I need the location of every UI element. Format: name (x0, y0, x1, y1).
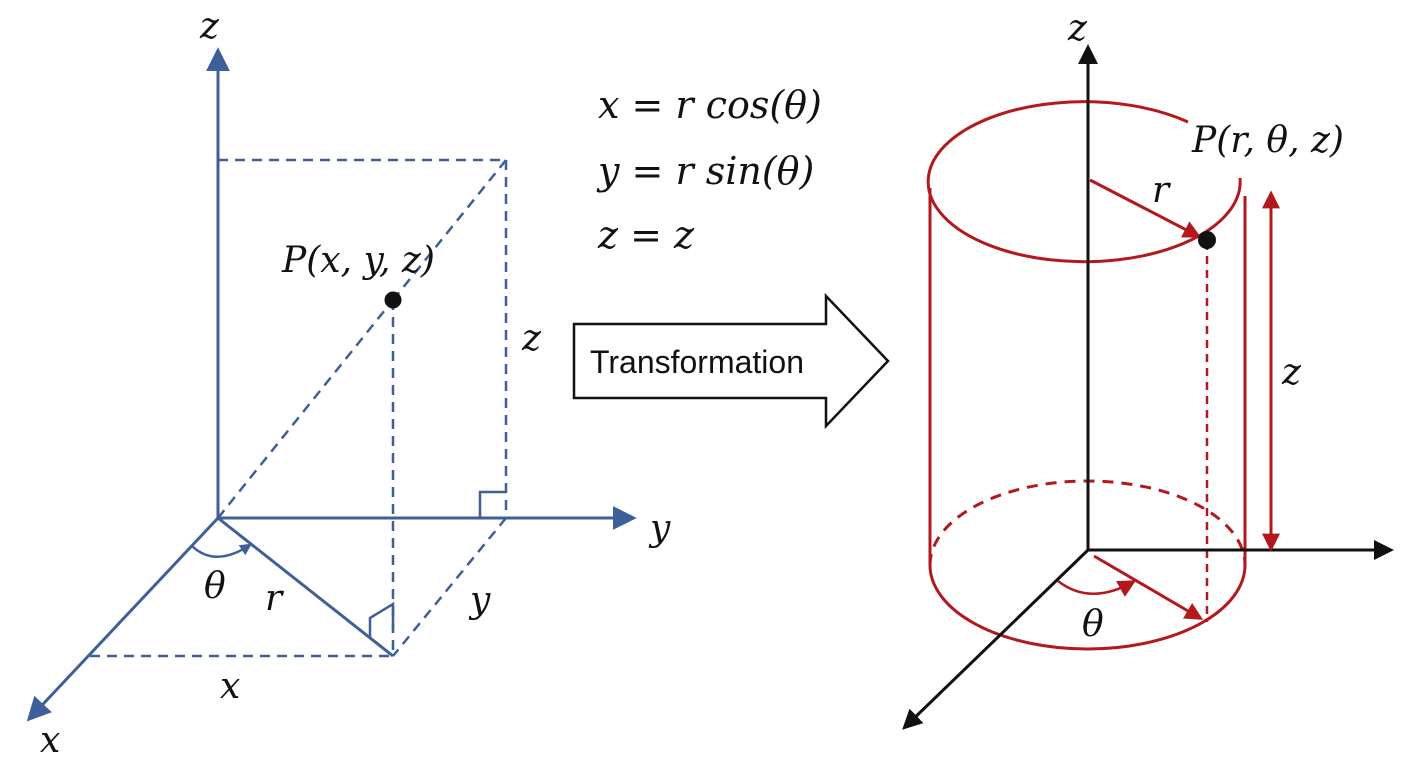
right-angle-marker-top (478, 490, 506, 518)
equation-x: x = r cos(θ) (598, 83, 822, 127)
cylindrical-height-label: z (1281, 352, 1302, 393)
cylindrical-diagram: z P(r, θ, z) r z θ (902, 8, 1394, 730)
cartesian-diagram: z y x P(x, y, z) z y x θ r (26, 6, 671, 761)
equation-z: z = z (597, 213, 695, 257)
cartesian-y-axis-label: y (648, 508, 671, 549)
transformation-arrow: Transformation (572, 292, 890, 430)
cylindrical-theta-arc (1057, 580, 1137, 597)
cartesian-theta-label: θ (204, 566, 226, 607)
cylindrical-top-radius (1089, 178, 1202, 238)
equations-block: x = r cos(θ) y = r sin(θ) z = z (596, 83, 822, 257)
equation-y: y = r sin(θ) (596, 149, 814, 193)
cylinder-bottom-front (928, 564, 1247, 651)
cylindrical-z-axis-label: z (1067, 8, 1088, 49)
cartesian-dim-y-label: y (468, 580, 491, 621)
cartesian-x-axis-label: x (40, 720, 60, 761)
cylinder-top-ellipse (926, 100, 1242, 264)
cartesian-dim-z-label: z (521, 318, 542, 359)
cartesian-radius-line (217, 516, 394, 658)
transformation-arrow-shape (572, 292, 890, 430)
cylindrical-theta-label: θ (1082, 604, 1104, 645)
right-angle-marker-bottom (368, 601, 395, 638)
cylindrical-bottom-radius (1093, 554, 1204, 620)
cartesian-z-axis-label: z (199, 6, 220, 47)
cylinder (926, 100, 1247, 651)
cartesian-r-label: r (265, 578, 284, 619)
cylindrical-r-label: r (1152, 170, 1171, 211)
cartesian-dim-x-label: x (220, 666, 240, 707)
cylindrical-point-p (1198, 231, 1216, 249)
cartesian-x-axis (26, 516, 220, 722)
cylindrical-x-axis (902, 548, 1090, 730)
transformation-label: Transformation (590, 344, 804, 380)
cartesian-theta-arc (191, 543, 253, 558)
cartesian-point-label: P(x, y, z) (281, 240, 435, 281)
cartesian-point-p (384, 291, 402, 309)
cartesian-construction-lines (90, 158, 508, 658)
cylindrical-point-label: P(r, θ, z) (1191, 120, 1344, 161)
